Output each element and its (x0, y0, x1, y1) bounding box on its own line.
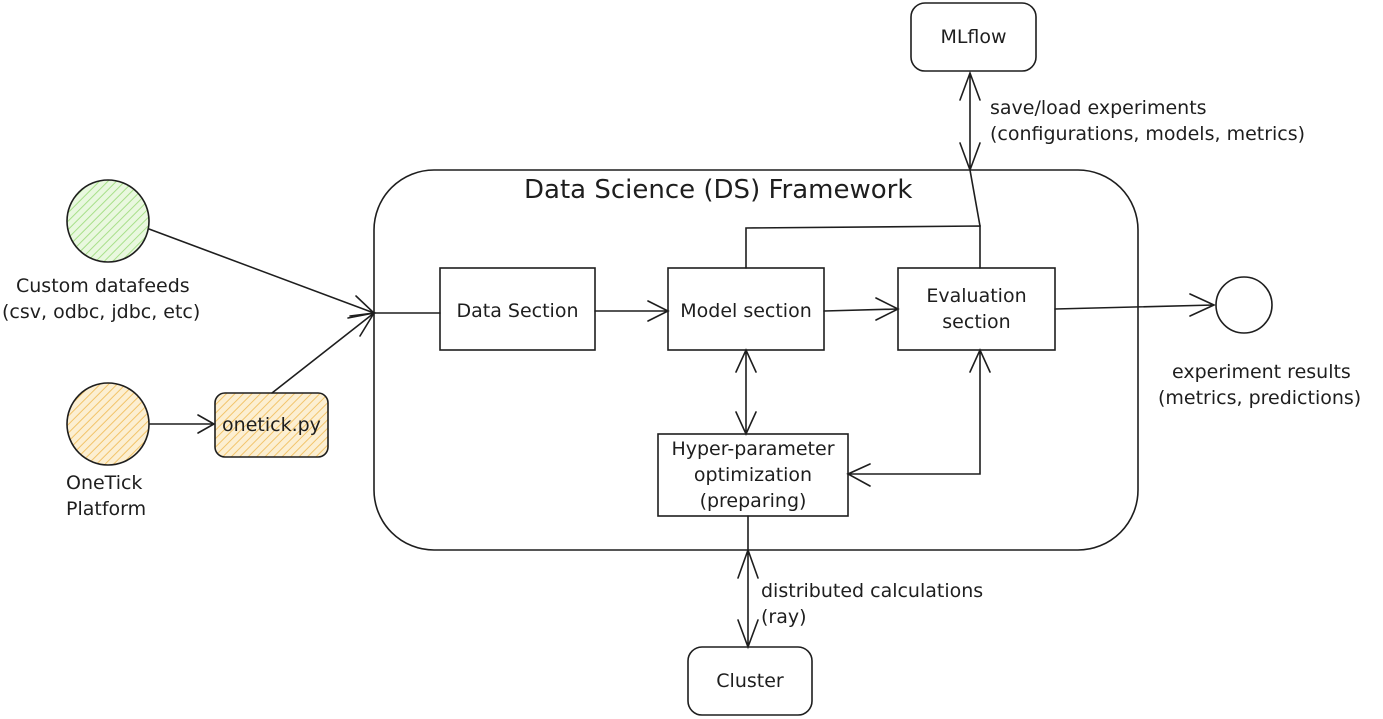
mlflow-edge-label-1: save/load experiments (990, 97, 1207, 119)
framework-title: Data Science (DS) Framework (524, 175, 913, 205)
hpo-label-3[interactable]: (preparing) (699, 490, 807, 512)
edge-py-to-framework (271, 311, 376, 394)
hpo-box (657, 433, 849, 517)
output-label-1: experiment results (1172, 361, 1351, 383)
edge-data-to-model (594, 300, 670, 322)
onetick-label-1: OneTick (66, 472, 143, 494)
mlflow-label[interactable]: MLflow (940, 26, 1007, 48)
custom-datafeeds-label-1: Custom datafeeds (16, 275, 190, 297)
custom-datafeeds-circle (66, 179, 150, 263)
mlflow-box (910, 2, 1037, 72)
hpo-label-1[interactable]: Hyper-parameter (671, 438, 835, 460)
edge-eval-hpo (846, 348, 991, 487)
custom-datafeeds-label-2: (csv, odbc, jdbc, etc) (2, 301, 201, 323)
edge-hpo-cluster (737, 515, 759, 650)
output-label-2: (metrics, predictions) (1158, 387, 1362, 409)
onetick-platform-circle (66, 382, 150, 466)
onetick-py-label[interactable]: onetick.py (222, 414, 321, 436)
edge-mlflow-eval (959, 70, 981, 227)
edge-model-hpo (735, 348, 757, 436)
hpo-label-2[interactable]: optimization (693, 464, 813, 486)
cluster-box (687, 646, 813, 716)
data-section-box (439, 267, 596, 351)
cluster-label[interactable]: Cluster (716, 670, 784, 692)
edge-onetick-to-py (149, 414, 216, 434)
framework-container (373, 169, 1139, 551)
model-section-label[interactable]: Model section (680, 300, 812, 322)
mlflow-edge-label-2: (configurations, models, metrics) (990, 123, 1306, 145)
edge-model-eval-feedback (745, 225, 981, 269)
edge-model-to-eval (823, 297, 900, 321)
output-circle (1215, 276, 1273, 334)
cluster-edge-label-1: distributed calculations (761, 580, 984, 602)
edge-eval-output (1054, 293, 1216, 317)
evaluation-label-1[interactable]: Evaluation (926, 285, 1027, 307)
cluster-edge-label-2: (ray) (761, 606, 807, 628)
evaluation-label-2[interactable]: section (942, 311, 1011, 333)
data-section-label[interactable]: Data Section (456, 300, 579, 322)
onetick-label-2: Platform (66, 498, 147, 520)
